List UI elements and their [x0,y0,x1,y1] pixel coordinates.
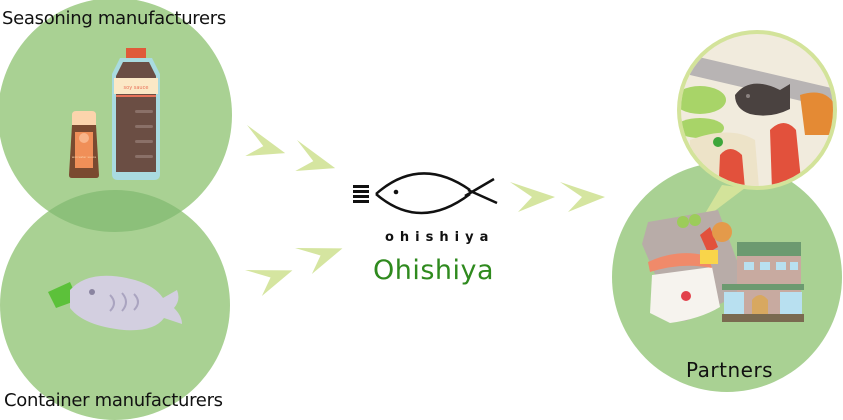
logo-wordmark: ohishiya [385,230,495,245]
ohishiya-label: Ohishiya [373,255,495,286]
worcester-sauce-bottle-icon: worcester sauce [69,111,99,178]
arrow-seasoning-to-ohishiya [237,125,340,183]
soy-sauce-bottle-icon: soy sauce [112,48,160,180]
soy-label-text: soy sauce [124,85,149,91]
arrow-ohishiya-to-partners [510,182,605,212]
seasoning-manufacturers-label: Seasoning manufacturers [2,8,226,29]
partners-label: Partners [686,358,774,382]
container-manufacturers-label: Container manufacturers [4,390,223,411]
ohishiya-fish-logo-icon [353,172,498,215]
bento-box-icon [642,210,748,323]
fish-soy-container-icon [48,275,182,331]
arrow-container-to-ohishiya [245,234,348,299]
worcester-label-text: worcester sauce [72,155,97,159]
shop-building-icon [722,242,804,322]
